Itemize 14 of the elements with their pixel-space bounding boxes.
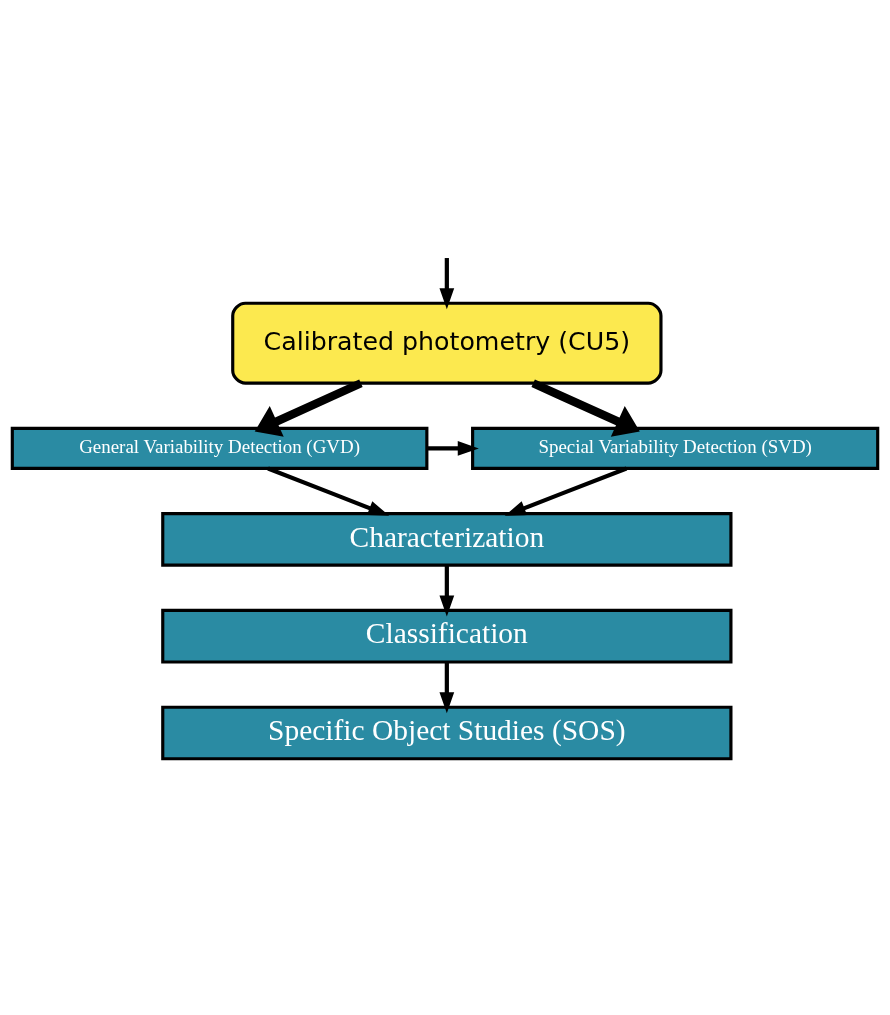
node-box: Characterization [161, 511, 733, 567]
arrow [426, 440, 479, 456]
arrow [254, 378, 363, 437]
node-box: Special Variability Detection (SVD) [471, 426, 880, 470]
arrow [439, 257, 455, 309]
arrow [439, 564, 455, 616]
arrow [504, 465, 628, 516]
arrow [531, 378, 640, 437]
node-box: Specific Object Studies (SOS) [161, 705, 733, 760]
node-box: General Variability Detection (GVD) [10, 426, 429, 470]
arrow [439, 661, 455, 713]
node-box: Classification [161, 608, 733, 664]
arrow [267, 465, 390, 516]
node-box: Calibrated photometry (CU5) [231, 301, 663, 385]
